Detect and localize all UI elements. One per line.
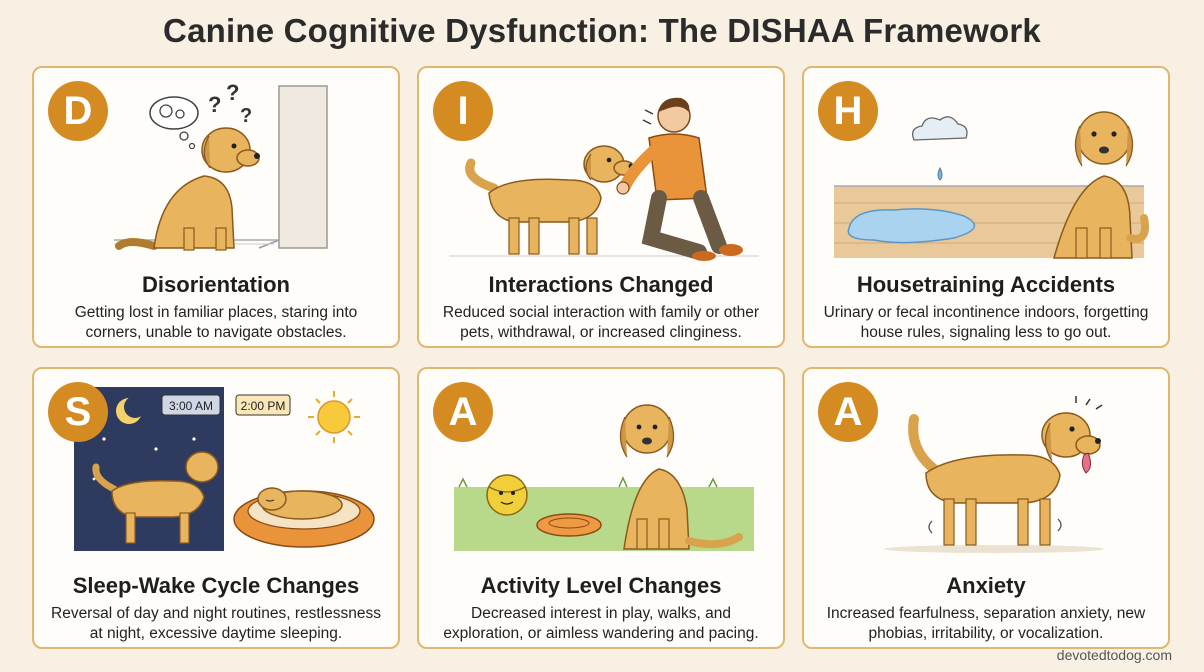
card-description: Reversal of day and night routines, rest… [51,605,381,642]
card-description: Increased fearfulness, separation anxiet… [826,605,1146,642]
card-description: Reduced social interaction with family o… [442,304,760,341]
card-sleep-wake-cycle: 3:00 AM 2:00 PM S Sleep-Wake Cycle Chang… [32,367,400,649]
card-disorientation: ? ? ? D Disorientation Getting lost in f… [32,66,400,348]
day-clock: 2:00 PM [241,399,286,413]
letter-badge: I [433,81,493,141]
card-title: Interactions Changed [488,272,714,297]
anxiety-illustration [884,396,1104,553]
svg-text:?: ? [208,92,221,117]
card-title: Disorientation [142,272,290,297]
card-title: Housetraining Accidents [856,272,1116,297]
interactions-illustration [449,97,759,261]
card-title: Anxiety [946,573,1026,598]
card-title: Sleep-Wake Cycle Changes [72,573,360,598]
card-activity-level-changes: A Activity Level Changes Decreased inter… [417,367,785,649]
svg-text:?: ? [240,105,252,127]
footer-source: devotedtodog.com [1056,647,1172,663]
letter-badge: A [433,382,493,442]
card-anxiety: A Anxiety Increased fearfulness, separat… [802,367,1170,649]
page-title: Canine Cognitive Dysfunction: The DISHAA… [163,12,1041,49]
card-title: Activity Level Changes [480,573,722,598]
card-interactions-changed: I Interactions Changed Reduced social in… [417,66,785,348]
housetraining-illustration [834,111,1149,259]
card-description: Decreased interest in play, walks, and e… [443,605,759,642]
card-housetraining-accidents: H Housetraining Accidents Urinary or fec… [802,66,1170,348]
letter-badge: H [818,81,878,141]
activity-illustration [454,404,754,551]
card-description: Getting lost in familiar places, staring… [74,304,358,341]
letter-badge: A [818,382,878,442]
svg-text:?: ? [226,80,239,105]
card-description: Urinary or fecal incontinence indoors, f… [823,304,1149,341]
letter-badge: D [48,81,108,141]
letter-badge: S [48,382,108,442]
night-clock: 3:00 AM [169,399,213,413]
disorientation-illustration: ? ? ? [114,80,328,251]
